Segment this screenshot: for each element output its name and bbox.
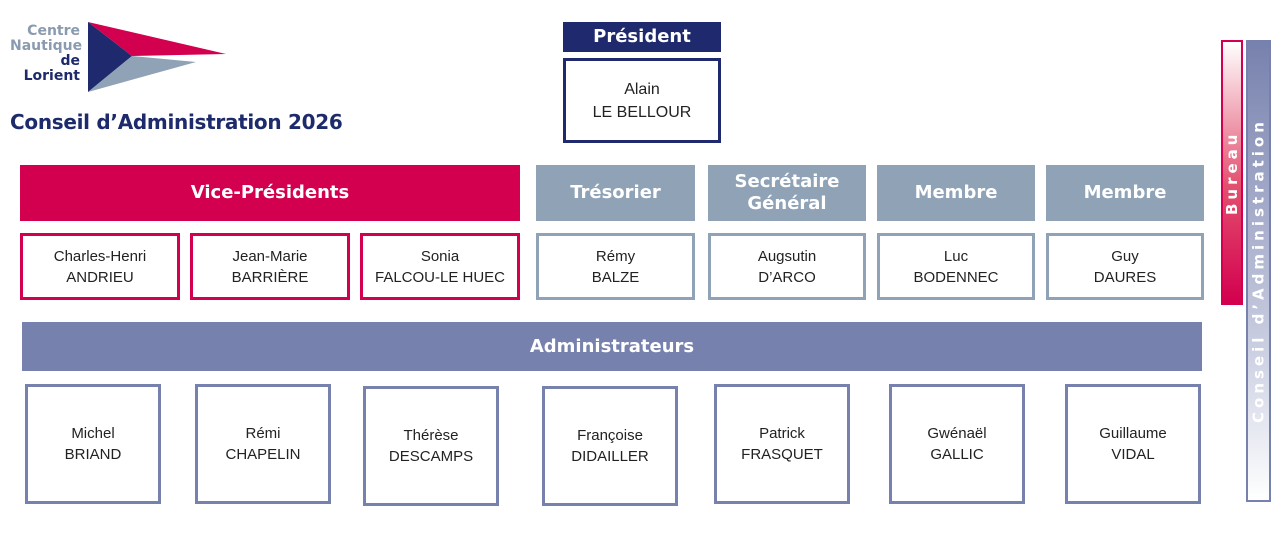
administrator-box: Françoise DIDAILLER bbox=[542, 386, 678, 506]
administrators-header: Administrateurs bbox=[22, 322, 1202, 371]
role-header-membre: Membre bbox=[1046, 165, 1204, 221]
page-title: Conseil d’Administration 2026 bbox=[10, 110, 343, 134]
role-box: Guy DAURES bbox=[1046, 233, 1204, 300]
logo-wordmark: Centre Nautique de Lorient bbox=[10, 23, 83, 84]
administrator-box: Guillaume VIDAL bbox=[1065, 384, 1201, 504]
vice-president-box: Charles-Henri ANDRIEU bbox=[20, 233, 180, 300]
role-box: Luc BODENNEC bbox=[877, 233, 1035, 300]
role-box: Augsutin D’ARCO bbox=[708, 233, 866, 300]
administrator-box: Thérèse DESCAMPS bbox=[363, 386, 499, 506]
vice-president-box: Jean-Marie BARRIÈRE bbox=[190, 233, 350, 300]
administrator-box: Rémi CHAPELIN bbox=[195, 384, 331, 504]
logo-line-3: de Lorient bbox=[23, 53, 80, 84]
sail-icon bbox=[88, 22, 226, 92]
conseil-label-text: Conseil d’Administration bbox=[1249, 118, 1268, 424]
vice-president-box: Sonia FALCOU-LE HUEC bbox=[360, 233, 520, 300]
logo-line-1: Centre bbox=[27, 23, 80, 39]
administrator-box: Michel BRIAND bbox=[25, 384, 161, 504]
club-logo: Centre Nautique de Lorient bbox=[10, 18, 230, 98]
bureau-label-text: Bureau bbox=[1223, 130, 1241, 215]
vice-presidents-header: Vice-Présidents bbox=[20, 165, 520, 221]
role-header-tresorier: Trésorier bbox=[536, 165, 695, 221]
role-header-membre: Membre bbox=[877, 165, 1035, 221]
role-header-secretaire: Secrétaire Général bbox=[708, 165, 866, 221]
logo-line-2: Nautique bbox=[10, 38, 83, 54]
president-box: Alain LE BELLOUR bbox=[563, 58, 721, 143]
conseil-side-label: Conseil d’Administration bbox=[1246, 40, 1271, 502]
role-box: Rémy BALZE bbox=[536, 233, 695, 300]
administrator-box: Patrick FRASQUET bbox=[714, 384, 850, 504]
bureau-side-label: Bureau bbox=[1221, 40, 1243, 305]
president-header: Président bbox=[563, 22, 721, 52]
administrator-box: Gwénaël GALLIC bbox=[889, 384, 1025, 504]
